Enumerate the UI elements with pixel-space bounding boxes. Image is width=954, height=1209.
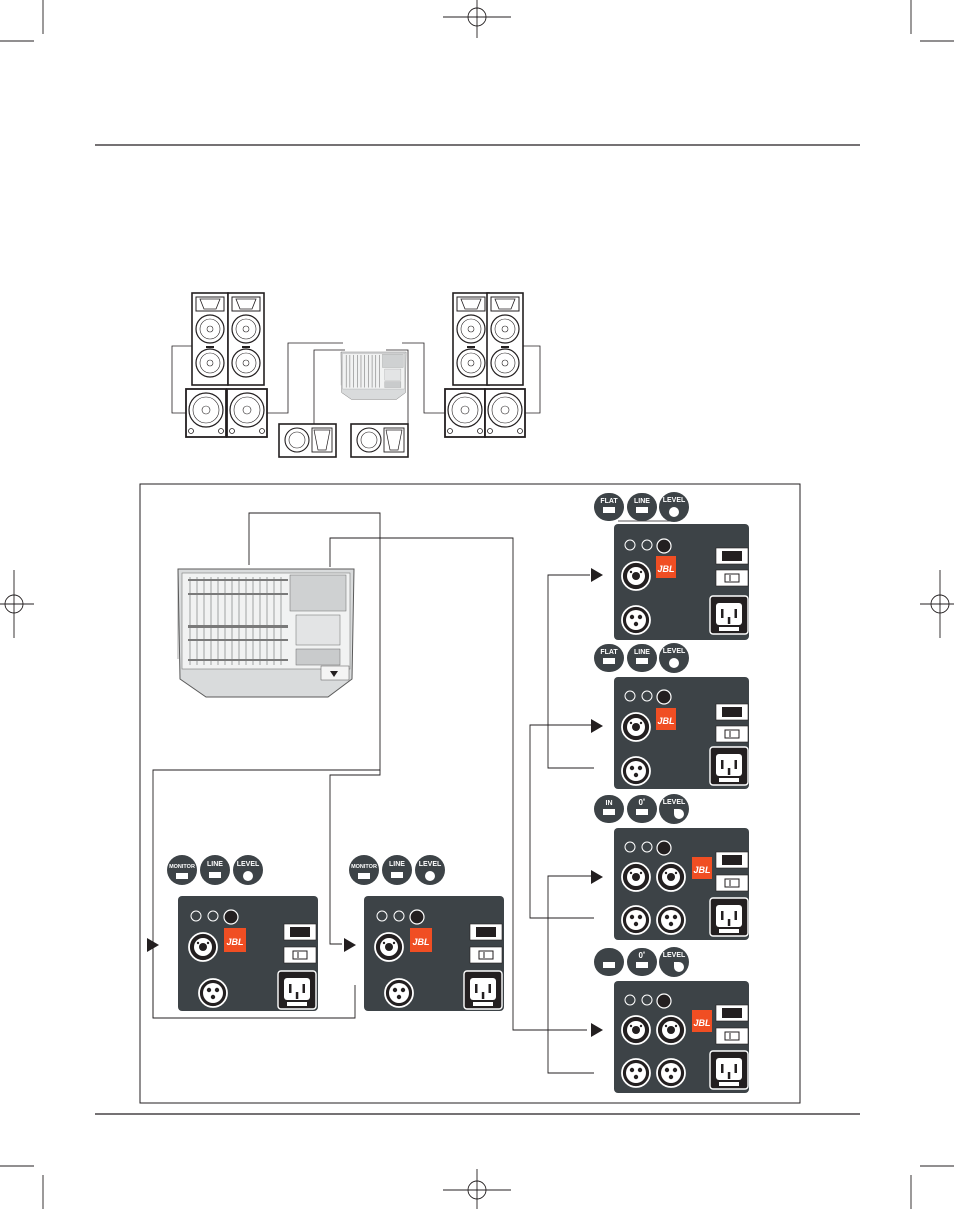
line-switch-label: LINE <box>634 498 650 505</box>
brand-logo: JBL <box>657 716 674 726</box>
power-inlet-icon <box>463 970 503 1010</box>
speaker-icon <box>486 292 524 386</box>
xlr-connector-icon <box>384 978 414 1008</box>
brand-logo: JBL <box>693 865 710 875</box>
line-switch-label: LINE <box>207 861 223 868</box>
rear-panel-2: JBL FLAT LINE LEVEL <box>594 643 749 789</box>
arrow-right-icon <box>344 938 356 952</box>
arrow-right-icon <box>591 568 603 582</box>
flat-switch-label: FLAT <box>600 649 618 656</box>
brand-logo: JBL <box>693 1018 710 1028</box>
rear-panel-4: JBL 0˚ LEVEL <box>594 947 749 1093</box>
xlr-connector-icon <box>656 1058 686 1088</box>
xlr-connector-icon <box>198 978 228 1008</box>
power-inlet-icon <box>709 746 749 786</box>
brand-logo: JBL <box>657 564 674 574</box>
line-switch-label: LINE <box>634 649 650 656</box>
level-knob-icon <box>656 689 672 705</box>
rear-panel-5: JBL MONITOR LINE LEVEL <box>167 855 318 1011</box>
xlr-connector-icon <box>621 1015 651 1045</box>
xlr-connector-icon <box>374 932 404 962</box>
level-knob-icon <box>656 840 672 856</box>
xlr-connector-icon <box>621 561 651 591</box>
arrow-right-icon <box>591 1023 603 1037</box>
brand-logo: JBL <box>226 937 243 947</box>
arrow-right-icon <box>591 719 603 733</box>
xlr-connector-icon <box>188 932 218 962</box>
speaker-icon <box>278 423 337 458</box>
level-knob-icon <box>409 909 425 925</box>
xlr-connector-icon <box>621 905 651 935</box>
monitor-switch-label: MONITOR <box>351 864 377 870</box>
registration-mark-icon-top <box>442 0 512 39</box>
rear-panel-1: JBL FLAT LINE LEVEL <box>594 492 749 640</box>
power-inlet-icon <box>709 595 749 635</box>
level-control-label: LEVEL <box>663 648 686 655</box>
level-control-label: LEVEL <box>663 952 686 959</box>
xlr-connector-icon <box>621 756 651 786</box>
power-inlet-icon <box>709 1050 749 1090</box>
xlr-connector-icon <box>621 1058 651 1088</box>
phase-switch-label: 0˚ <box>638 798 645 807</box>
rear-panel-6: JBL MONITOR LINE LEVEL <box>349 855 504 1011</box>
registration-mark-icon-left <box>0 570 34 638</box>
brand-logo: JBL <box>412 937 429 947</box>
level-control-label: LEVEL <box>663 799 686 806</box>
level-knob-icon <box>223 909 239 925</box>
registration-mark-icon-right <box>920 570 954 638</box>
power-inlet-icon <box>277 970 317 1010</box>
speaker-icon <box>185 388 227 438</box>
mixer-icon <box>177 568 355 698</box>
system-overview-diagram <box>171 292 541 458</box>
xlr-connector-icon <box>656 1015 686 1045</box>
speaker-icon <box>452 292 490 386</box>
level-control-label: LEVEL <box>663 497 686 504</box>
xlr-connector-icon <box>621 862 651 892</box>
level-knob-icon <box>656 538 672 554</box>
level-control-label: LEVEL <box>237 861 260 868</box>
rear-panel-3: JBL IN 0˚ LEVEL <box>594 794 749 940</box>
signal-cables <box>152 512 594 1074</box>
xlr-connector-icon <box>656 905 686 935</box>
in-switch-label: IN <box>606 800 613 807</box>
monitor-switch-label: MONITOR <box>169 864 195 870</box>
speaker-icon <box>444 388 486 438</box>
connection-diagram-frame <box>139 483 801 1104</box>
flat-switch-label: FLAT <box>600 498 618 505</box>
xlr-connector-icon <box>621 605 651 635</box>
line-switch-label: LINE <box>389 861 405 868</box>
registration-mark-icon-bottom <box>442 1168 512 1209</box>
speaker-icon <box>191 292 229 386</box>
mixer-icon <box>340 351 407 400</box>
phase-switch-label: 0˚ <box>638 951 645 960</box>
xlr-connector-icon <box>656 862 686 892</box>
level-knob-icon <box>656 993 672 1009</box>
power-inlet-icon <box>709 897 749 937</box>
speaker-icon <box>350 423 409 458</box>
xlr-connector-icon <box>621 712 651 742</box>
speaker-icon <box>484 388 526 438</box>
speaker-icon <box>227 292 265 386</box>
arrow-right-icon <box>591 870 603 884</box>
speaker-icon <box>226 388 268 438</box>
level-control-label: LEVEL <box>419 861 442 868</box>
